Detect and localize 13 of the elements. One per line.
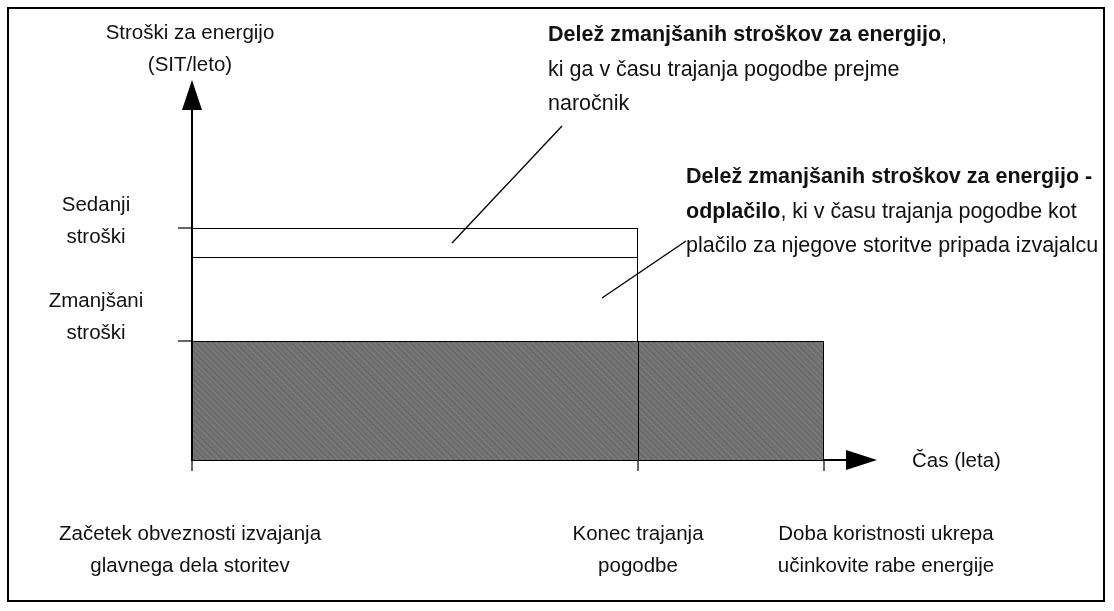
time-label: Doba koristnosti ukrepa učinkovite rabe energije [776, 520, 996, 578]
time-label: Konec trajanja pogodbe [571, 520, 705, 578]
leader-line [451, 125, 563, 244]
level-label: Sedanji stroški [60, 191, 132, 249]
region-box [192, 228, 638, 258]
axis-title: Stroški za energijo (SIT/leto) [104, 19, 276, 77]
callout-text: Delež zmanjšanih stroškov za energijo, ki ga v času trajanja pogodbe prejme naročnik [548, 17, 953, 125]
reduced-cost-block [192, 341, 824, 461]
axis-title: Čas (leta) [912, 447, 1002, 473]
level-label: Zmanjšani stroški [47, 287, 145, 345]
time-label: Začetek obveznosti izvajanja glavnega dela storitev [57, 520, 323, 578]
callout-text: Delež zmanjšanih stroškov za energijo - odplačilo, ki v času trajanja pogodbe kot plačilo za njegove storitve pripada izvajalcu [686, 159, 1102, 333]
leader-line [601, 240, 687, 299]
